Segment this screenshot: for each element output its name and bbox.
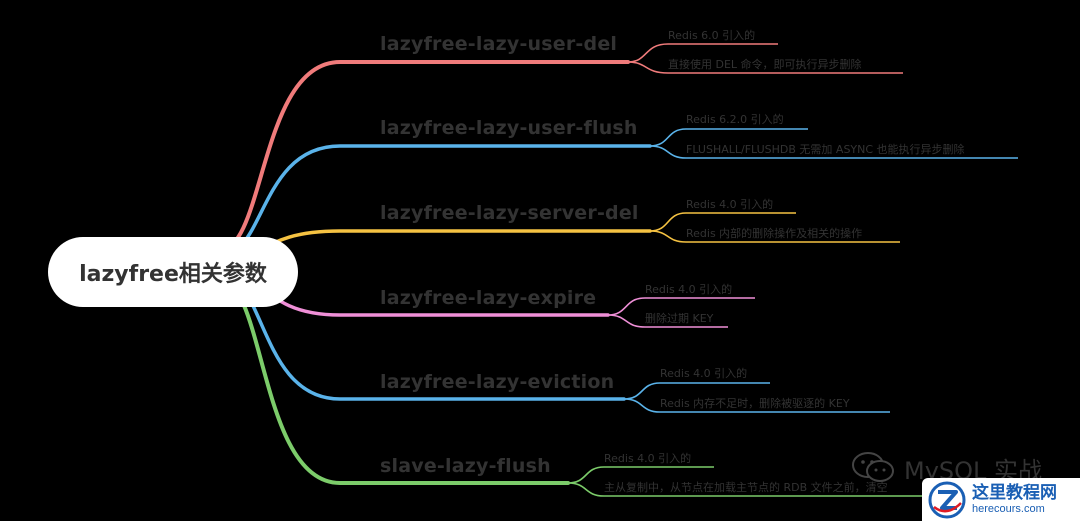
leaf-label: Redis 4.0 引入的 (645, 283, 733, 296)
leaf-label: 删除过期 KEY (645, 312, 714, 325)
leaf-label: Redis 内部的删除操作及相关的操作 (686, 227, 863, 240)
leaf-label: FLUSHALL/FLUSHDB 无需加 ASYNC 也能执行异步删除 (686, 143, 965, 156)
branch-label-lazyfree-lazy-expire: lazyfree-lazy-expire (380, 287, 597, 309)
root-node: lazyfree相关参数 (48, 237, 298, 307)
leaf-label: 主从复制中，从节点在加载主节点的 RDB 文件之前，清空 (604, 481, 888, 494)
branch-label-slave-lazy-flush: slave-lazy-flush (380, 455, 551, 477)
leaf-label: 直接使用 DEL 命令，即可执行异步删除 (668, 58, 862, 71)
leaf-label: Redis 内存不足时，删除被驱逐的 KEY (660, 397, 850, 410)
leaf-connector (607, 297, 755, 316)
leaf-label: Redis 4.0 引入的 (604, 452, 692, 465)
branch-label-lazyfree-lazy-server-del: lazyfree-lazy-server-del (380, 202, 639, 224)
leaf-connector (627, 61, 903, 74)
leaf-connector (623, 398, 890, 413)
branch-label-lazyfree-lazy-user-flush: lazyfree-lazy-user-flush (380, 117, 638, 139)
site-url: herecours.com (972, 502, 1045, 515)
leaf-connector (627, 43, 778, 63)
leaf-connector (649, 145, 1018, 159)
branch-label-lazyfree-lazy-user-del: lazyfree-lazy-user-del (380, 33, 618, 55)
leaf-label: Redis 4.0 引入的 (686, 198, 774, 211)
leaf-connector (607, 314, 728, 328)
leaf-label: Redis 6.0 引入的 (668, 29, 756, 42)
branch-label-lazyfree-lazy-eviction: lazyfree-lazy-eviction (380, 371, 615, 393)
leaf-label: Redis 4.0 引入的 (660, 367, 748, 380)
leaf-connector (649, 212, 796, 232)
root-label: lazyfree相关参数 (79, 262, 267, 287)
leaf-connector (623, 382, 770, 400)
leaf-label: Redis 6.2.0 引入的 (686, 113, 784, 126)
leaf-connector (649, 128, 808, 147)
wechat-icon (852, 452, 894, 482)
leaf-connector (567, 466, 714, 484)
site-logo-icon (928, 481, 966, 518)
site-name: 这里教程网 (972, 483, 1057, 504)
leaf-connector (567, 482, 960, 497)
site-badge[interactable]: 这里教程网 herecours.com (922, 478, 1080, 521)
leaf-connector (649, 230, 900, 243)
